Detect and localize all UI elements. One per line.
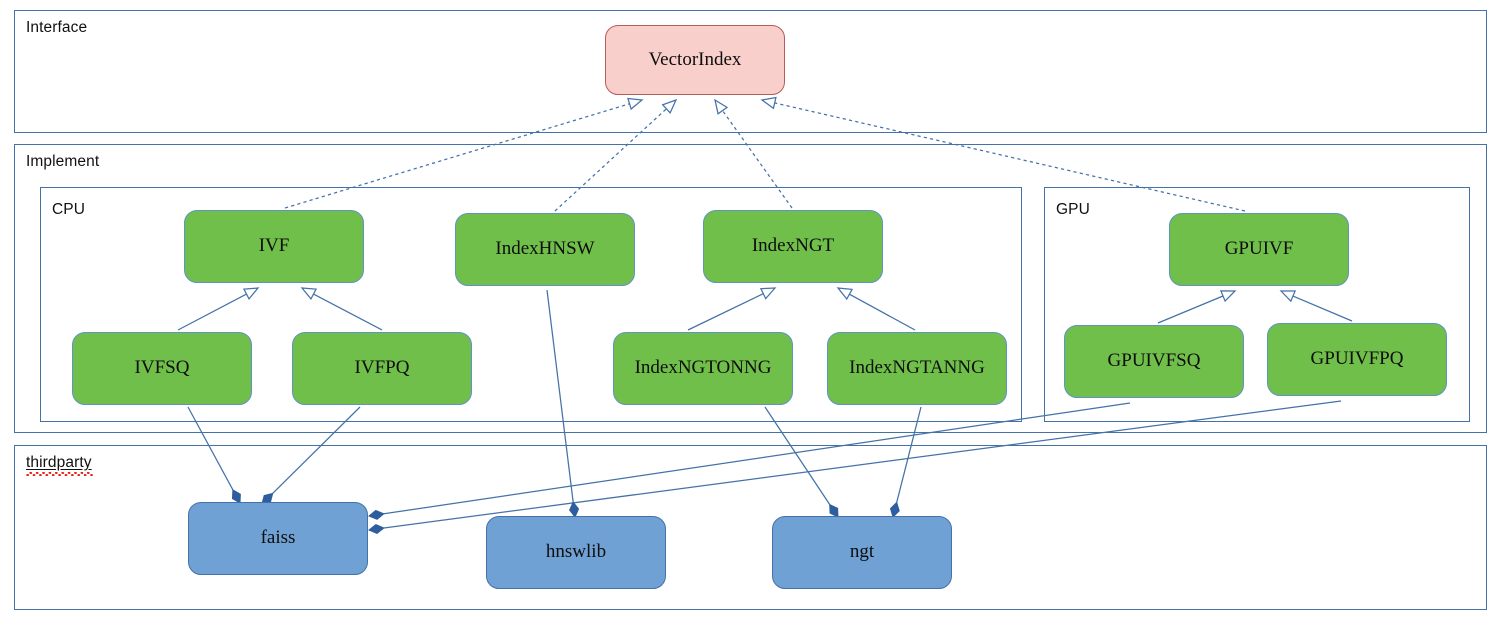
arrowhead-hollow-triangle (242, 287, 260, 301)
node-ngt[interactable]: ngt (772, 516, 952, 589)
group-thirdparty (14, 445, 1487, 610)
node-hnswlib[interactable]: hnswlib (486, 516, 666, 589)
group-label-gpu: GPU (1056, 201, 1090, 218)
group-interface (14, 10, 1487, 133)
node-label-gpuivfpq: GPUIVFPQ (1310, 348, 1404, 370)
arrowhead-hollow-triangle (836, 287, 854, 301)
group-implement (14, 144, 1487, 433)
node-ivf[interactable]: IVF (184, 210, 364, 283)
group-label-cpu: CPU (52, 201, 86, 218)
node-label-indexngtanng: IndexNGTANNG (849, 357, 985, 379)
arrowhead-hollow-triangle (759, 287, 777, 300)
node-label-indexngtonng: IndexNGTONNG (634, 357, 772, 379)
node-indexngt[interactable]: IndexNGT (703, 210, 883, 283)
node-ivfsq[interactable]: IVFSQ (72, 332, 252, 405)
arrowhead-filled-diamond (231, 488, 241, 504)
edge-ivfpq-to-faiss (261, 406, 361, 505)
node-label-hnswlib: hnswlib (545, 541, 607, 563)
group-label-interface: Interface (26, 19, 88, 36)
edge-indexngtonng-to-indexngt (687, 287, 777, 331)
arrowhead-filled-diamond (829, 503, 839, 518)
arrowhead-hollow-triangle (1279, 290, 1297, 303)
node-label-ivfpq: IVFPQ (354, 357, 410, 379)
node-ivfpq[interactable]: IVFPQ (292, 332, 472, 405)
edge-indexngt-to-vectorindex (714, 98, 793, 209)
arrowhead-filled-diamond (569, 501, 580, 518)
edge-gpuivfsq-to-faiss (368, 402, 1131, 520)
node-gpuivfpq[interactable]: GPUIVFPQ (1267, 323, 1447, 396)
edge-ivfpq-to-ivf (300, 287, 383, 331)
node-gpuivf[interactable]: GPUIVF (1169, 213, 1349, 286)
node-label-ivfsq: IVFSQ (134, 357, 190, 379)
edge-ivf-to-vectorindex (284, 97, 644, 209)
node-label-indexngt: IndexNGT (751, 235, 835, 257)
group-label-thirdparty: thirdparty (26, 454, 92, 472)
edge-indexngtonng-to-ngt (764, 406, 839, 518)
arrowhead-filled-diamond (368, 509, 385, 520)
edge-indexhnsw-to-hnswlib (546, 289, 580, 518)
node-indexngtanng[interactable]: IndexNGTANNG (827, 332, 1007, 405)
group-gpu (1044, 187, 1470, 422)
node-gpuivfsq[interactable]: GPUIVFSQ (1064, 325, 1244, 398)
node-indexngtonng[interactable]: IndexNGTONNG (613, 332, 793, 405)
edge-gpuivfpq-to-faiss (368, 400, 1342, 535)
edge-indexngtanng-to-indexngt (836, 287, 916, 331)
edge-ivfsq-to-faiss (187, 406, 241, 504)
edge-gpuivfsq-to-gpuivf (1157, 290, 1237, 324)
node-label-vectorindex: VectorIndex (648, 48, 742, 70)
node-faiss[interactable]: faiss (188, 502, 368, 575)
group-cpu (40, 187, 1022, 422)
arrowhead-hollow-triangle (760, 96, 777, 110)
arrowhead-hollow-triangle (661, 98, 678, 114)
node-label-gpuivfsq: GPUIVFSQ (1107, 350, 1201, 372)
arrowhead-hollow-triangle (1219, 290, 1237, 303)
node-label-indexhnsw: IndexHNSW (495, 238, 595, 260)
node-label-faiss: faiss (260, 527, 296, 549)
group-label-thirdparty-text: thirdparty (26, 454, 92, 471)
arrowhead-hollow-triangle (714, 98, 729, 115)
node-label-ivf: IVF (258, 235, 290, 257)
edge-gpuivf-to-vectorindex (760, 96, 1246, 212)
node-label-ngt: ngt (849, 541, 875, 563)
edge-gpuivfpq-to-gpuivf (1279, 290, 1353, 322)
node-indexhnsw[interactable]: IndexHNSW (455, 213, 635, 286)
arrowhead-filled-diamond (368, 523, 385, 535)
arrowhead-filled-diamond (889, 501, 900, 518)
edge-indexngtanng-to-ngt (889, 406, 922, 518)
arrowhead-hollow-triangle (300, 287, 318, 301)
arrowhead-hollow-triangle (627, 97, 644, 111)
edge-indexhnsw-to-vectorindex (554, 98, 678, 212)
node-label-gpuivf: GPUIVF (1224, 238, 1294, 260)
group-label-implement: Implement (26, 153, 100, 170)
node-vectorindex[interactable]: VectorIndex (605, 25, 785, 95)
edge-ivfsq-to-ivf (177, 287, 260, 331)
